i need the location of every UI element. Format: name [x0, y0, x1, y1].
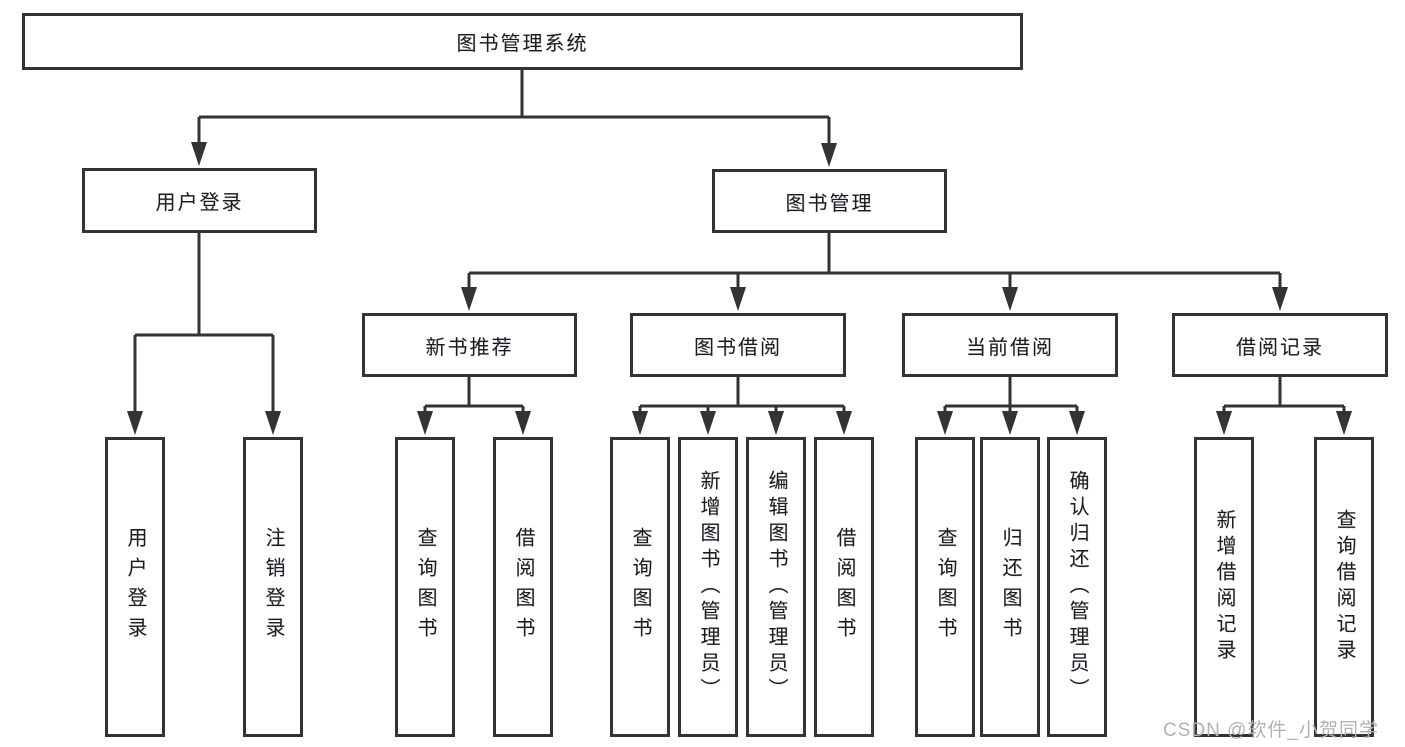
node-new-book-recommend: 新书推荐 [362, 313, 577, 377]
connector-user-login-to-leaves [127, 233, 281, 435]
node-current-borrow: 当前借阅 [902, 313, 1118, 377]
leaf-label: 查询借阅记录 [1333, 509, 1355, 665]
leaf-label: 注销登录 [262, 527, 284, 647]
leaf-label: 确认归还（管理员） [1066, 470, 1088, 704]
node-book-management: 图书管理 [712, 169, 947, 233]
leaf-label: 查询图书 [629, 527, 651, 647]
leaf-add-borrow-record: 新增借阅记录 [1194, 437, 1254, 737]
leaf-label: 查询图书 [414, 527, 436, 647]
leaf-label: 查询图书 [934, 527, 956, 647]
leaf-confirm-return-admin: 确认归还（管理员） [1047, 437, 1107, 737]
node-borrow-record: 借阅记录 [1172, 313, 1388, 377]
leaf-borrow-book: 借阅图书 [814, 437, 874, 737]
csdn-watermark: CSDN @软件_小贺同学 [1163, 720, 1379, 741]
connector-current-borrow-to-leaves [937, 377, 1085, 435]
leaf-query-book-recommend: 查询图书 [395, 437, 455, 737]
connector-book-management-to-level3 [461, 233, 1288, 311]
node-user-login: 用户登录 [82, 168, 317, 233]
leaf-query-book-borrow: 查询图书 [610, 437, 670, 737]
connector-root-to-level2 [191, 70, 837, 167]
connector-borrow-record-to-leaves [1216, 377, 1352, 435]
leaf-query-borrow-record: 查询借阅记录 [1314, 437, 1374, 737]
leaf-label: 编辑图书（管理员） [765, 470, 787, 704]
node-root: 图书管理系统 [22, 13, 1023, 70]
leaf-user-login: 用户登录 [105, 437, 165, 737]
leaf-add-book-admin: 新增图书（管理员） [678, 437, 738, 737]
leaf-return-book: 归还图书 [980, 437, 1040, 737]
leaf-label: 借阅图书 [512, 527, 534, 647]
leaf-borrow-book-recommend: 借阅图书 [493, 437, 553, 737]
node-book-borrow: 图书借阅 [630, 313, 846, 377]
leaf-label: 新增借阅记录 [1213, 509, 1235, 665]
leaf-label: 归还图书 [999, 527, 1021, 647]
leaf-edit-book-admin: 编辑图书（管理员） [746, 437, 806, 737]
leaf-logout: 注销登录 [243, 437, 303, 737]
leaf-label: 新增图书（管理员） [697, 470, 719, 704]
connector-book-borrow-to-leaves [632, 377, 852, 435]
connector-new-book-recommend-to-leaves [417, 377, 531, 435]
leaf-label: 借阅图书 [833, 527, 855, 647]
leaf-label: 用户登录 [124, 527, 146, 647]
leaf-query-book-current: 查询图书 [915, 437, 975, 737]
